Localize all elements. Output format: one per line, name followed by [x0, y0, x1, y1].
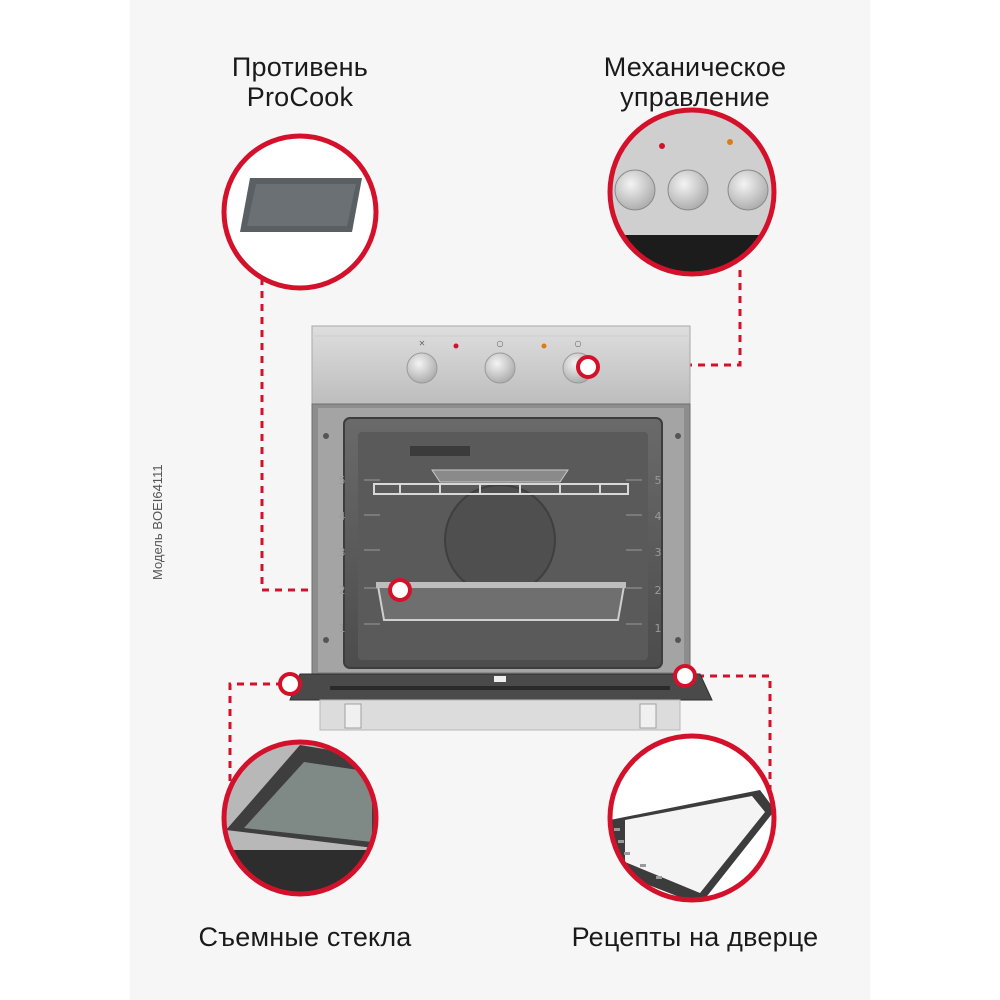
knob-1 [406, 352, 438, 384]
wire-rack [373, 483, 629, 495]
label-glass-text: Съемные стекла [198, 922, 412, 952]
baking-tray [376, 582, 626, 621]
connector-glass [228, 682, 290, 820]
rack-number: 3 [655, 546, 662, 559]
rack-number: 2 [339, 584, 346, 597]
rack-number: 4 [655, 510, 662, 523]
label-controls: Механическое управление [575, 52, 815, 112]
indicator-light-2 [541, 343, 547, 349]
hotspot-icon [388, 578, 412, 602]
label-controls-line2: управление [620, 82, 770, 112]
rack-number: 4 [339, 510, 346, 523]
tray-image-icon [221, 133, 379, 291]
knob-2 [484, 352, 516, 384]
oven-door [289, 673, 713, 731]
indicator-light-1 [453, 343, 459, 349]
svg-text:○: ○ [575, 339, 582, 348]
rack-number: 2 [655, 584, 662, 597]
hotspot-icon [673, 664, 697, 688]
rack-number: 5 [339, 474, 346, 487]
hotspot-icon [278, 672, 302, 696]
rack-number: 1 [339, 622, 346, 635]
rack-number: 3 [339, 546, 346, 559]
hotspot-icon [576, 355, 600, 379]
label-tray: Противень ProCook [200, 52, 400, 112]
label-glass: Съемные стекла [165, 922, 445, 952]
rack-numbers-left: 5 4 3 2 1 [339, 474, 346, 635]
label-tray-line2: ProCook [246, 82, 354, 112]
label-tray-line1: Противень [231, 52, 369, 82]
label-controls-line1: Механическое [603, 52, 787, 82]
knobs-image-icon [607, 107, 777, 277]
label-recipes: Рецепты на дверце [545, 922, 845, 952]
hotspots [278, 355, 697, 696]
door-recipes-image-icon [607, 733, 777, 903]
svg-text:✕: ✕ [419, 339, 426, 348]
label-recipes-text: Рецепты на дверце [571, 922, 819, 952]
control-panel: ✕ ○ ○ [311, 325, 691, 405]
svg-text:○: ○ [497, 339, 504, 348]
oven-body [311, 403, 691, 675]
connector-recipes [685, 674, 772, 818]
rack-number: 1 [655, 622, 662, 635]
rack-number: 5 [655, 474, 662, 487]
rack-numbers-right: 5 4 3 2 1 [655, 474, 662, 635]
glass-image-icon [221, 739, 379, 897]
